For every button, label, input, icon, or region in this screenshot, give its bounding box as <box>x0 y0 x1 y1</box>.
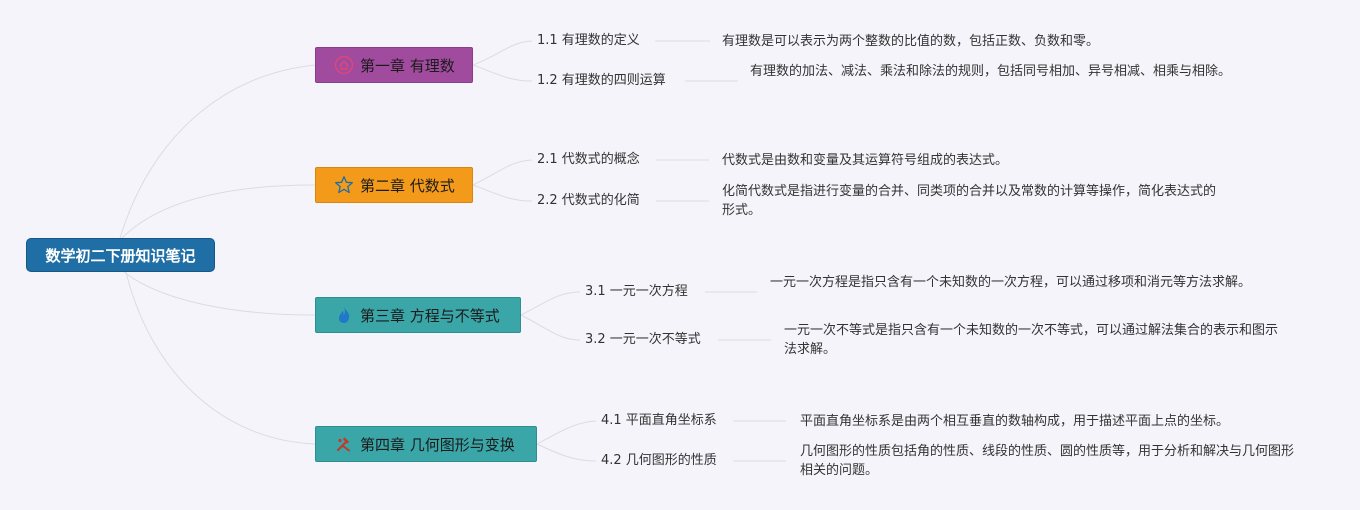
chapter-2-node[interactable]: 第二章 代数式 <box>315 167 473 203</box>
desc-1-1: 有理数是可以表示为两个整数的比值的数，包括正数、负数和零。 <box>722 34 1100 49</box>
root-node[interactable]: 数学初二下册知识笔记 <box>26 238 215 272</box>
house-icon <box>334 55 354 75</box>
chapter-1-node[interactable]: 第一章 有理数 <box>315 47 473 83</box>
sub-3-2[interactable]: 3.2 一元一次不等式 <box>585 332 701 347</box>
sub-3-1[interactable]: 3.1 一元一次方程 <box>585 284 688 299</box>
sub-1-2[interactable]: 1.2 有理数的四则运算 <box>537 73 666 88</box>
desc-3-1: 一元一次方程是指只含有一个未知数的一次方程，可以通过移项和消元等方法求解。 <box>770 275 1252 290</box>
tools-icon <box>334 434 354 454</box>
link-ch2-s1 <box>472 159 533 186</box>
star-icon <box>334 175 354 195</box>
link-ch3-s2 <box>520 314 581 341</box>
link-ch4-s1 <box>536 420 597 445</box>
link-root-ch4 <box>125 271 316 445</box>
sub-1-1[interactable]: 1.1 有理数的定义 <box>537 33 640 48</box>
sub-2-1[interactable]: 2.1 代数式的概念 <box>537 152 640 167</box>
sub-4-2[interactable]: 4.2 几何图形的性质 <box>601 453 717 468</box>
chapter-4-label: 第四章 几何图形与变换 <box>360 435 515 454</box>
desc-4-2: 几何图形的性质包括角的性质、线段的性质、圆的性质等，用于分析和解决与几何图形相关… <box>800 444 1295 478</box>
link-ch3-s1 <box>520 291 581 316</box>
desc-2-2: 化简代数式是指进行变量的合并、同类项的合并以及常数的计算等操作，简化表达式的形式… <box>722 184 1217 218</box>
sub-2-2[interactable]: 2.2 代数式的化简 <box>537 193 640 208</box>
link-ch1-s1 <box>472 40 533 66</box>
chapter-2-label: 第二章 代数式 <box>360 176 455 195</box>
chapter-3-label: 第三章 方程与不等式 <box>360 306 500 325</box>
chapter-1-label: 第一章 有理数 <box>360 56 455 75</box>
chapter-3-node[interactable]: 第三章 方程与不等式 <box>315 297 521 333</box>
link-root-ch2 <box>121 184 316 239</box>
desc-2-1: 代数式是由数和变量及其运算符号组成的表达式。 <box>722 153 1009 168</box>
link-ch4-s2 <box>536 443 597 462</box>
link-ch1-s2 <box>472 64 533 82</box>
link-root-ch1 <box>119 64 316 239</box>
flame-icon <box>334 305 354 325</box>
root-label: 数学初二下册知识笔记 <box>45 246 196 265</box>
sub-4-1[interactable]: 4.1 平面直角坐标系 <box>601 413 717 428</box>
link-ch2-s2 <box>472 184 533 202</box>
link-root-ch3 <box>123 271 316 316</box>
desc-3-2: 一元一次不等式是指只含有一个未知数的一次不等式，可以通过解法集合的表示和图示法求… <box>784 323 1279 357</box>
chapter-4-node[interactable]: 第四章 几何图形与变换 <box>315 426 537 462</box>
desc-1-2: 有理数的加法、减法、乘法和除法的规则，包括同号相加、异号相减、相乘与相除。 <box>750 64 1232 79</box>
desc-4-1: 平面直角坐标系是由两个相互垂直的数轴构成，用于描述平面上点的坐标。 <box>800 414 1230 429</box>
